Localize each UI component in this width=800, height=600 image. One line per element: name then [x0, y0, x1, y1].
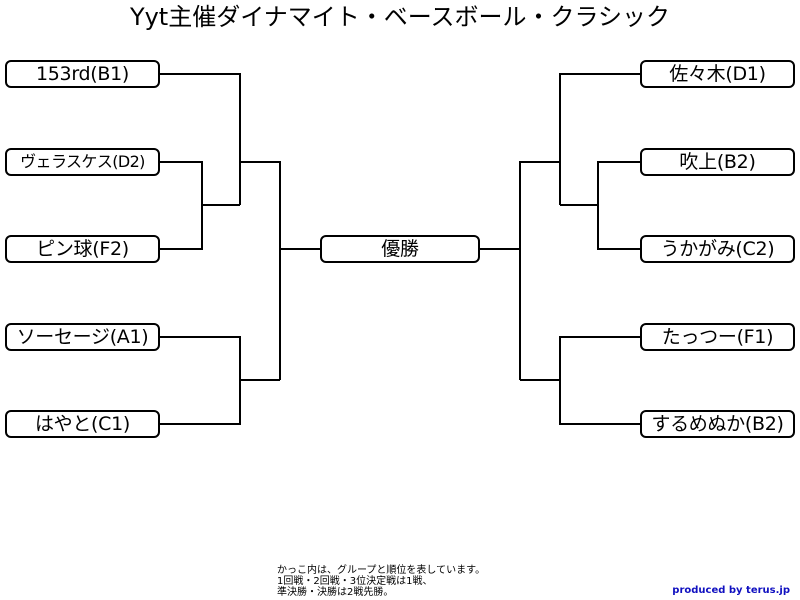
team-box-left-3: ピン球(F2) [5, 235, 160, 263]
credit-text: produced by terus.jp [672, 585, 790, 596]
note-line: 1回戦・2回戦・3位決定戦は1戦、 [277, 576, 433, 587]
team-box-right-1: 佐々木(D1) [640, 60, 795, 88]
team-box-left-5: はやと(C1) [5, 410, 160, 438]
team-box-right-4: たっつー(F1) [640, 323, 795, 351]
bracket-line [559, 73, 640, 205]
bracket-line [597, 161, 640, 250]
champion-box: 優勝 [320, 235, 480, 263]
note-line: かっこ内は、グループと順位を表しています。 [277, 565, 486, 576]
bracket-line [160, 336, 241, 425]
bracket-line [160, 73, 241, 205]
bracket-line [160, 161, 203, 250]
team-box-right-3: うかがみ(C2) [640, 235, 795, 263]
team-box-right-2: 吹上(B2) [640, 148, 795, 176]
team-box-right-5: するめぬか(B2) [640, 410, 795, 438]
note-line: 準決勝・決勝は2戦先勝。 [277, 587, 394, 598]
team-box-left-1: 153rd(B1) [5, 60, 160, 88]
team-box-left-4: ソーセージ(A1) [5, 323, 160, 351]
page-title: Yyt主催ダイナマイト・ベースボール・クラシック [129, 3, 671, 31]
team-box-left-2: ヴェラスケス(D2) [5, 148, 160, 176]
bracket-line [240, 161, 281, 380]
bracket-line [519, 161, 560, 380]
rules-note: かっこ内は、グループと順位を表しています。 1回戦・2回戦・3位決定戦は1戦、 … [277, 565, 485, 598]
bracket-line [559, 336, 640, 425]
